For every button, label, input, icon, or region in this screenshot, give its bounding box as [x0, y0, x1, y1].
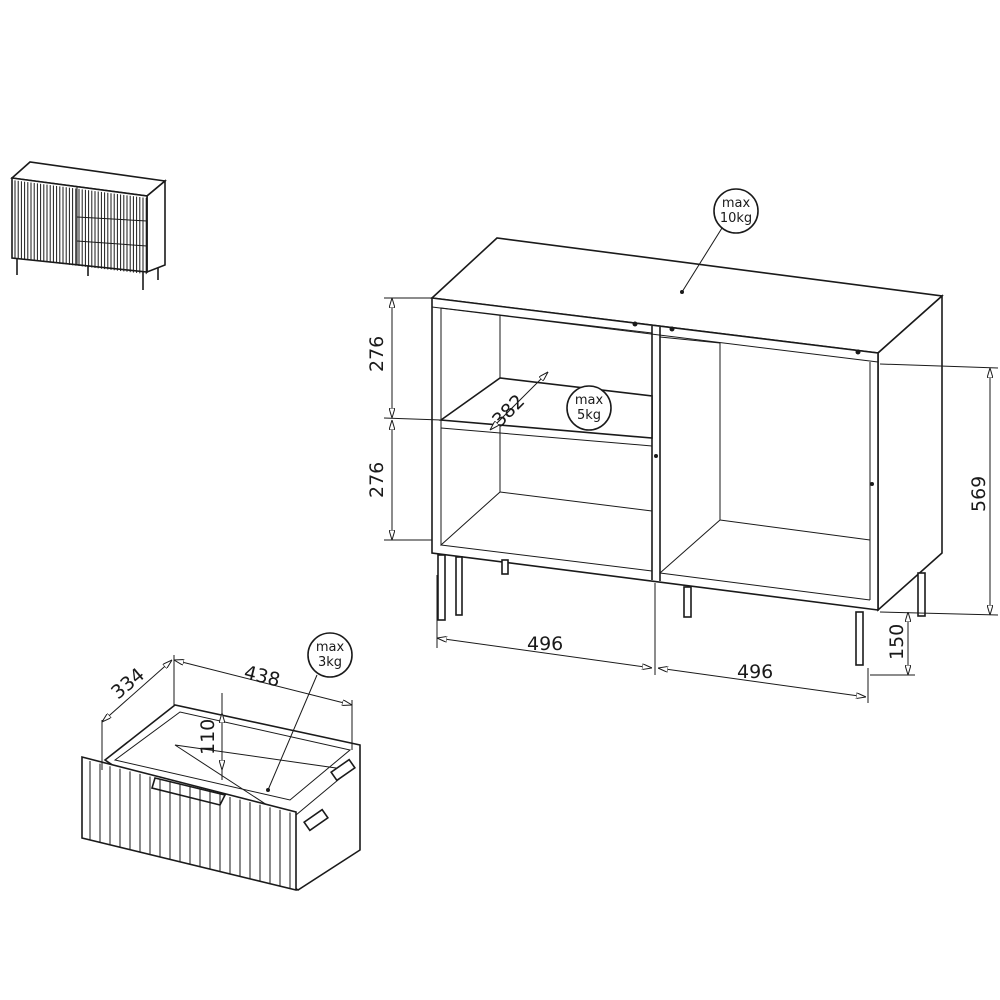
cabinet-drawing: [430, 237, 944, 666]
load-top-line2: 10kg: [720, 211, 752, 226]
dim-right-width: 496: [737, 661, 773, 683]
dim-total-height: 569: [968, 476, 990, 512]
dim-leg-height: 150: [886, 624, 908, 660]
dim-drawer-width: 438: [242, 662, 283, 692]
load-top-line1: max: [722, 196, 751, 211]
sideboard-thumbnail: [10, 161, 167, 290]
dim-drawer-depth: 334: [107, 664, 149, 704]
load-drawer-line1: max: [316, 640, 345, 655]
load-callout-top: max 10kg: [680, 188, 759, 294]
load-shelf-line1: max: [575, 393, 604, 408]
cabinet-dimensions: 276 276 382 569 150 496 496: [366, 297, 999, 703]
dim-drawer-height: 110: [197, 719, 219, 755]
dim-upper-height: 276: [366, 336, 388, 372]
load-shelf-line2: 5kg: [577, 408, 601, 423]
load-drawer-line2: 3kg: [318, 655, 342, 670]
load-callout-shelf: max 5kg: [566, 385, 612, 431]
dim-left-width: 496: [527, 633, 563, 655]
dim-lower-height: 276: [366, 462, 388, 498]
drawer-drawing: [81, 704, 361, 892]
load-callout-drawer: max 3kg: [266, 632, 353, 792]
